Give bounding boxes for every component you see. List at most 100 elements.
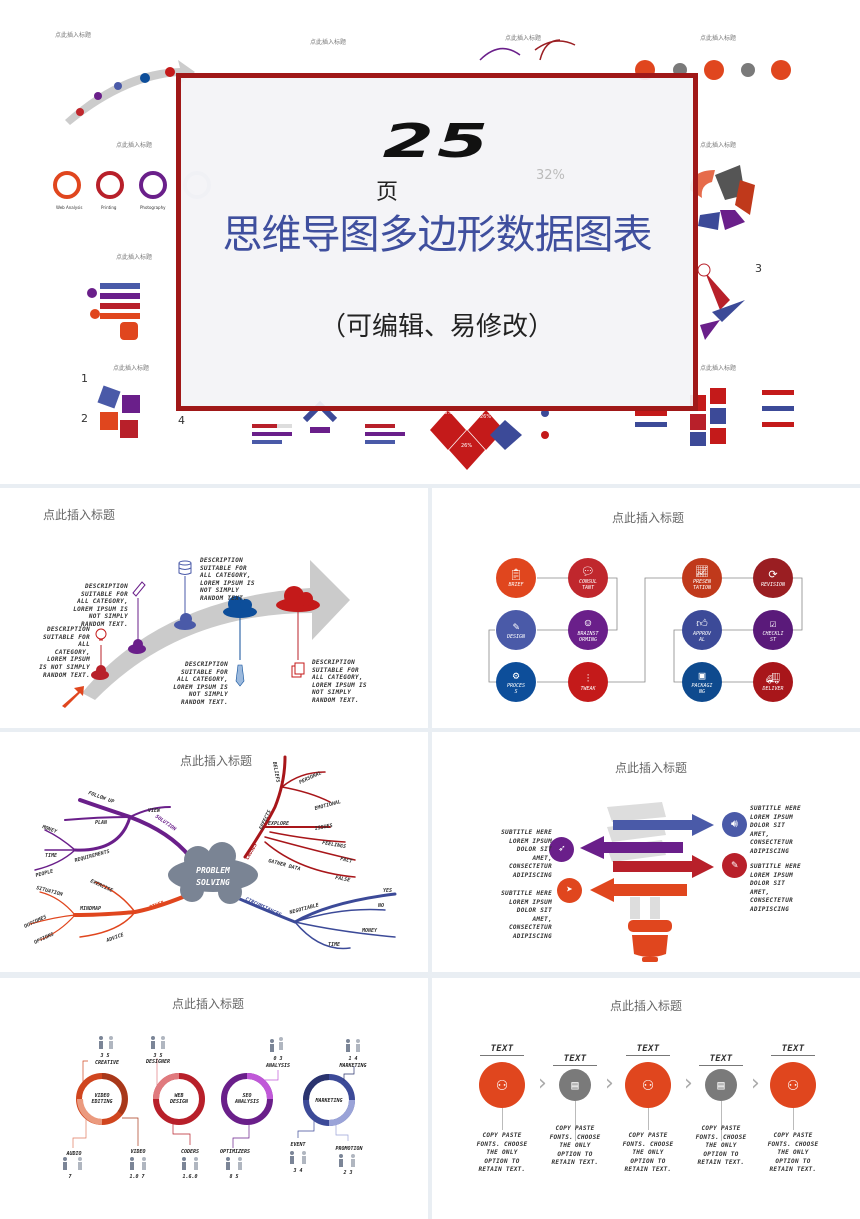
head-icon: ☺ <box>584 616 592 630</box>
thumb-heading: 点此插入标题 <box>505 35 542 42</box>
thumb-cloud <box>94 92 102 100</box>
center-label: SOLVING <box>196 878 230 887</box>
stat-label: DESIGNER <box>145 1059 170 1065</box>
branch-other <box>29 881 197 941</box>
title-banner: 32% 25 页 思维导图多边形数据图表 （可编辑、易修改） <box>176 73 698 411</box>
flow-step: ☺BRAINST ORMING <box>568 610 608 650</box>
start-arrow-icon <box>62 686 84 708</box>
growth-arrow <box>82 560 350 700</box>
flow-step-label: BRIEF <box>508 581 524 588</box>
stat-value: 7 <box>68 1174 71 1180</box>
briefcase-icon: ▤ <box>717 1077 725 1092</box>
step-circle: ▤ <box>705 1069 737 1101</box>
briefcase-icon: ▤ <box>571 1077 579 1092</box>
thumb-ring-label: Printing <box>101 205 117 210</box>
branch-label: OPTIONS <box>33 931 55 945</box>
thumb-cloud <box>76 108 84 116</box>
subtitle-text: SUBTITLE HERE LOREM IPSUM DOLOR SIT AMET… <box>501 890 552 940</box>
pencil-icon: ✎ <box>512 619 520 633</box>
description-text: DESCRIPTION SUITABLE FOR ALL CATEGORY, L… <box>173 661 228 706</box>
subtitle-text: SUBTITLE HERE LOREM IPSUM DOLOR SIT AMET… <box>501 829 552 879</box>
speech-bubble-icon: 💬︎ <box>581 564 595 578</box>
stat-value: 3 5 <box>152 1053 162 1059</box>
chevron-right-icon: › <box>538 1071 547 1096</box>
connector-line <box>793 1108 794 1130</box>
thumb-bullets <box>541 409 549 439</box>
flow-step: ⚙PROCES S <box>496 662 536 702</box>
flow-step: ▣PACKAGI NG <box>682 662 722 702</box>
banner-title: 思维导图多边形数据图表 <box>222 212 653 258</box>
flow-step: 📋︎BRIEF <box>496 558 536 598</box>
paper-plane-icon: ➤ <box>557 878 582 903</box>
stat-label: EVENT <box>290 1142 306 1148</box>
step-description: COPY PASTE FONTS. CHOOSE THE ONLY OPTION… <box>549 1125 601 1167</box>
arrow-right-red <box>613 855 714 878</box>
flow-step: ⫶TWEAK <box>568 662 608 702</box>
branch-label: EXPLORE <box>268 821 290 827</box>
lightbulb-icon <box>95 628 107 641</box>
flow-step-label: PACKAGI NG <box>691 682 713 695</box>
pencil-icon <box>132 581 146 597</box>
cloud-icon <box>223 596 257 618</box>
stat-label: VIDEO <box>130 1149 145 1155</box>
thumbnail-graphics <box>53 39 794 470</box>
thumb-ring-label: Photography <box>140 205 166 210</box>
branch-label: OTHER <box>149 900 165 911</box>
stat-label: CODERS <box>181 1149 199 1155</box>
box-icon: ▣ <box>698 668 706 682</box>
step-circle: ⚇ <box>625 1062 671 1108</box>
branch-label: VIEW <box>148 808 161 814</box>
thumb-heading: 点此插入标题 <box>116 142 153 149</box>
arrow-diagram <box>62 560 350 708</box>
slide-title: 点此插入标题 <box>615 761 688 775</box>
arrow-right-blue <box>613 814 714 836</box>
step-description: COPY PASTE FONTS. CHOOSE THE ONLY OPTION… <box>622 1132 674 1174</box>
stat-label: AUDIO <box>65 1151 81 1157</box>
branch-label: GATHER DATA <box>267 858 301 872</box>
connector-line <box>502 1108 503 1130</box>
branch-label: TIME <box>328 942 341 948</box>
connector-line <box>575 1101 576 1141</box>
slide-lightbulb: 点此插入标题 🔊︎ ➶ ✎ ➤ SUBTITLE HERE LOREM IPSU… <box>432 732 860 972</box>
subtitle-text: SUBTITLE HERE LOREM IPSUM DOLOR SIT AMET… <box>750 863 801 913</box>
flow-step: 📈︎PRESEN TATION <box>682 558 722 598</box>
bulb-base <box>628 920 672 962</box>
refresh-icon: ⟳ <box>768 567 778 581</box>
step-circle: ▤ <box>559 1069 591 1101</box>
page-unit: 页 <box>376 180 399 205</box>
stat-percent: 32% <box>536 168 565 183</box>
step-title: TEXT <box>626 1044 670 1056</box>
org-chart-icon: ⚇ <box>787 1073 799 1095</box>
branch-label: SITUATION <box>35 885 64 898</box>
step-description: COPY PASTE FONTS. CHOOSE THE ONLY OPTION… <box>695 1125 747 1167</box>
branch-circumstances <box>233 892 397 950</box>
branch-label: ADVICE <box>105 932 126 944</box>
thumb-heading: 点此插入标题 <box>700 365 737 372</box>
center-label: PROBLEM <box>196 866 231 875</box>
thumb-number: 1 <box>81 372 88 385</box>
step-title: TEXT <box>480 1044 524 1056</box>
flow-step: ☑CHECKLI ST <box>753 610 793 650</box>
thumb-diamonds <box>430 410 522 470</box>
thumb-diamond-value: 26% <box>461 443 473 449</box>
branch-label: EXERCISE <box>89 878 114 894</box>
chevron-right-icon: › <box>684 1071 693 1096</box>
preview-collage: 点此插入标题 点此插入标题 点此插入标题 点此插入标题 点此插入标题 点此插入标… <box>0 0 860 484</box>
lightbulb-diagram <box>580 802 714 962</box>
slide-mind-map: 点此插入标题 PROBLEM SOLVING SOLUTION FOLLOW U… <box>0 732 428 972</box>
stat-label: CREATIVE <box>95 1060 120 1066</box>
chevron-right-icon: › <box>751 1071 760 1096</box>
branch-label: PERSONAL <box>298 770 322 786</box>
truck-icon: 🚚︎ <box>766 671 780 685</box>
document-icon <box>291 662 305 678</box>
branch-label: YES <box>383 888 392 894</box>
branch-label: CAUSES <box>245 842 259 861</box>
cloud-icon <box>174 613 196 630</box>
connector-line <box>648 1108 649 1130</box>
thumb-diamond-value: 26% <box>480 414 492 420</box>
